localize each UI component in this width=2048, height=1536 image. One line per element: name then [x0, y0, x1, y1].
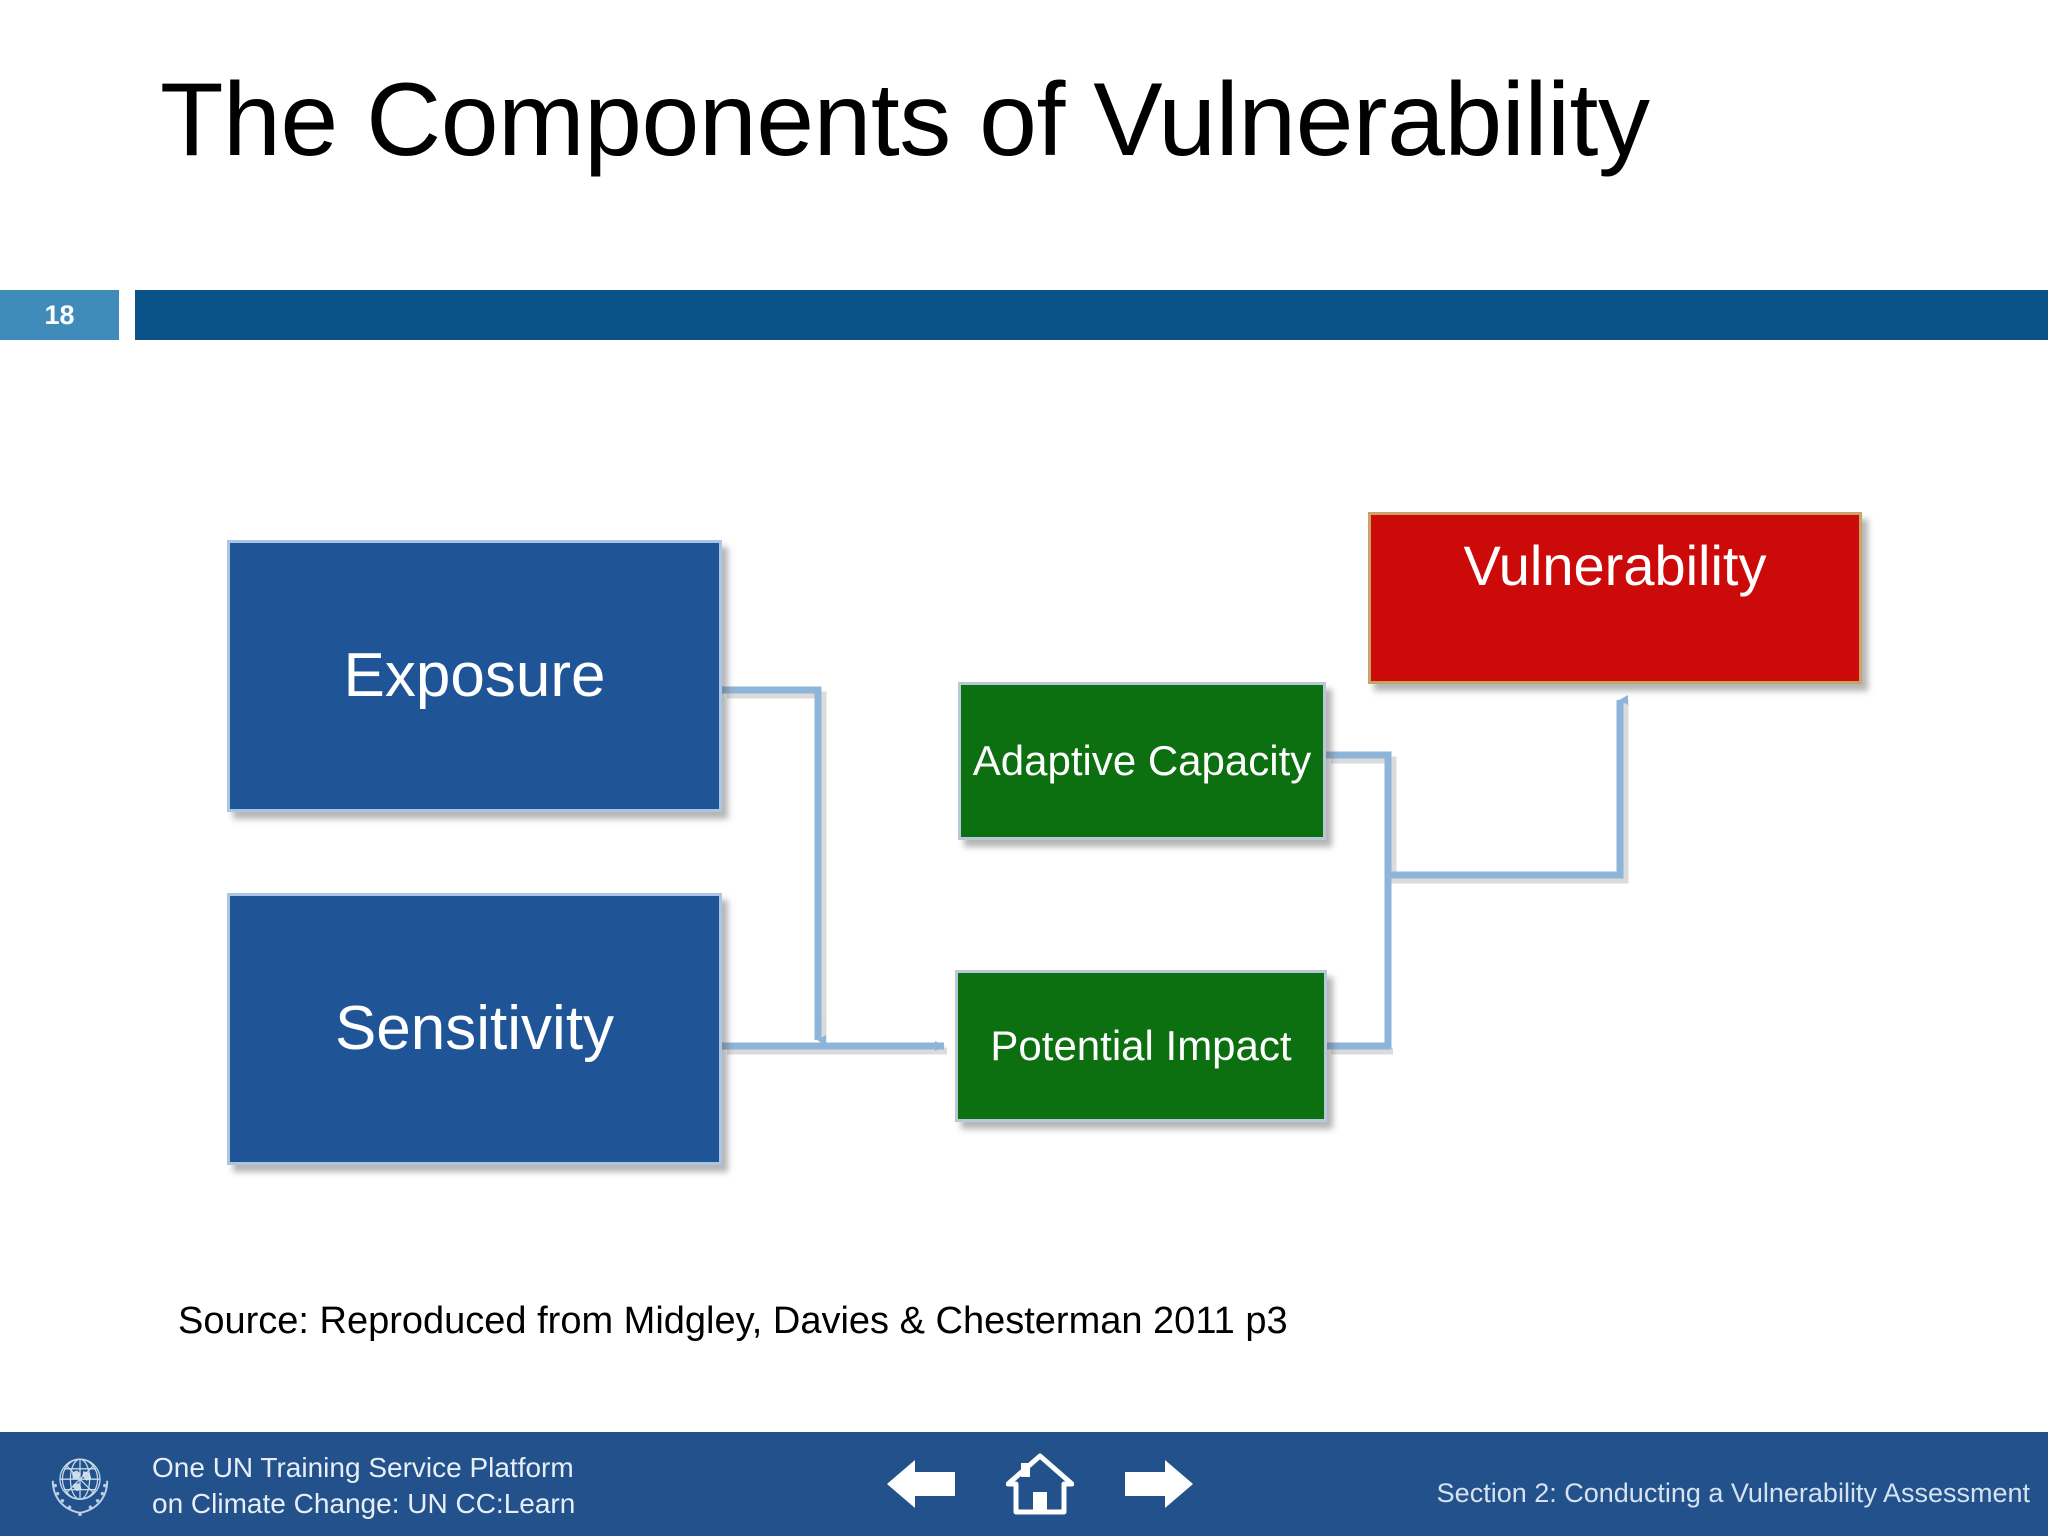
node-vulnerability-label: Vulnerability [1463, 534, 1767, 597]
node-adaptive-capacity-label: Adaptive Capacity [972, 737, 1312, 785]
node-sensitivity-label: Sensitivity [334, 994, 615, 1064]
edge-adaptive-to-vulnerability [1326, 695, 1628, 879]
previous-slide-button[interactable] [880, 1451, 964, 1517]
footer-brand: One UN Training Service Platform on Clim… [152, 1450, 575, 1522]
footer-brand-line1: One UN Training Service Platform [152, 1452, 574, 1483]
node-sensitivity[interactable]: Sensitivity [227, 893, 722, 1165]
edge-exposure-to-impact [722, 686, 826, 1045]
node-potential-impact[interactable]: Potential Impact [955, 970, 1327, 1122]
footer-brand-line2: on Climate Change: UN CC:Learn [152, 1487, 576, 1519]
page-title: The Components of Vulnerability [160, 62, 1650, 178]
arrow-right-icon [1125, 1460, 1193, 1508]
next-slide-button[interactable] [1116, 1451, 1200, 1517]
node-vulnerability[interactable]: Vulnerability [1368, 512, 1862, 684]
node-exposure-label: Exposure [343, 641, 606, 711]
footer-section-label: Section 2: Conducting a Vulnerability As… [1436, 1478, 2030, 1508]
arrow-left-icon [887, 1460, 955, 1508]
header-band: 18 [0, 290, 2048, 340]
edge-impact-to-vulnerability [1327, 875, 1392, 1050]
home-button[interactable] [998, 1451, 1082, 1517]
source-caption: Source: Reproduced from Midgley, Davies … [178, 1300, 1288, 1342]
node-potential-impact-label: Potential Impact [990, 1022, 1292, 1070]
house-icon [1006, 1453, 1074, 1515]
footer-bar: One UN Training Service Platform on Clim… [0, 1432, 2048, 1536]
un-emblem-icon [51, 1458, 109, 1517]
node-exposure[interactable]: Exposure [227, 540, 722, 812]
header-accent-bar [135, 290, 2048, 340]
footer-navigation [880, 1448, 1200, 1520]
page-number-badge: 18 [0, 290, 119, 340]
node-adaptive-capacity[interactable]: Adaptive Capacity [958, 682, 1326, 840]
